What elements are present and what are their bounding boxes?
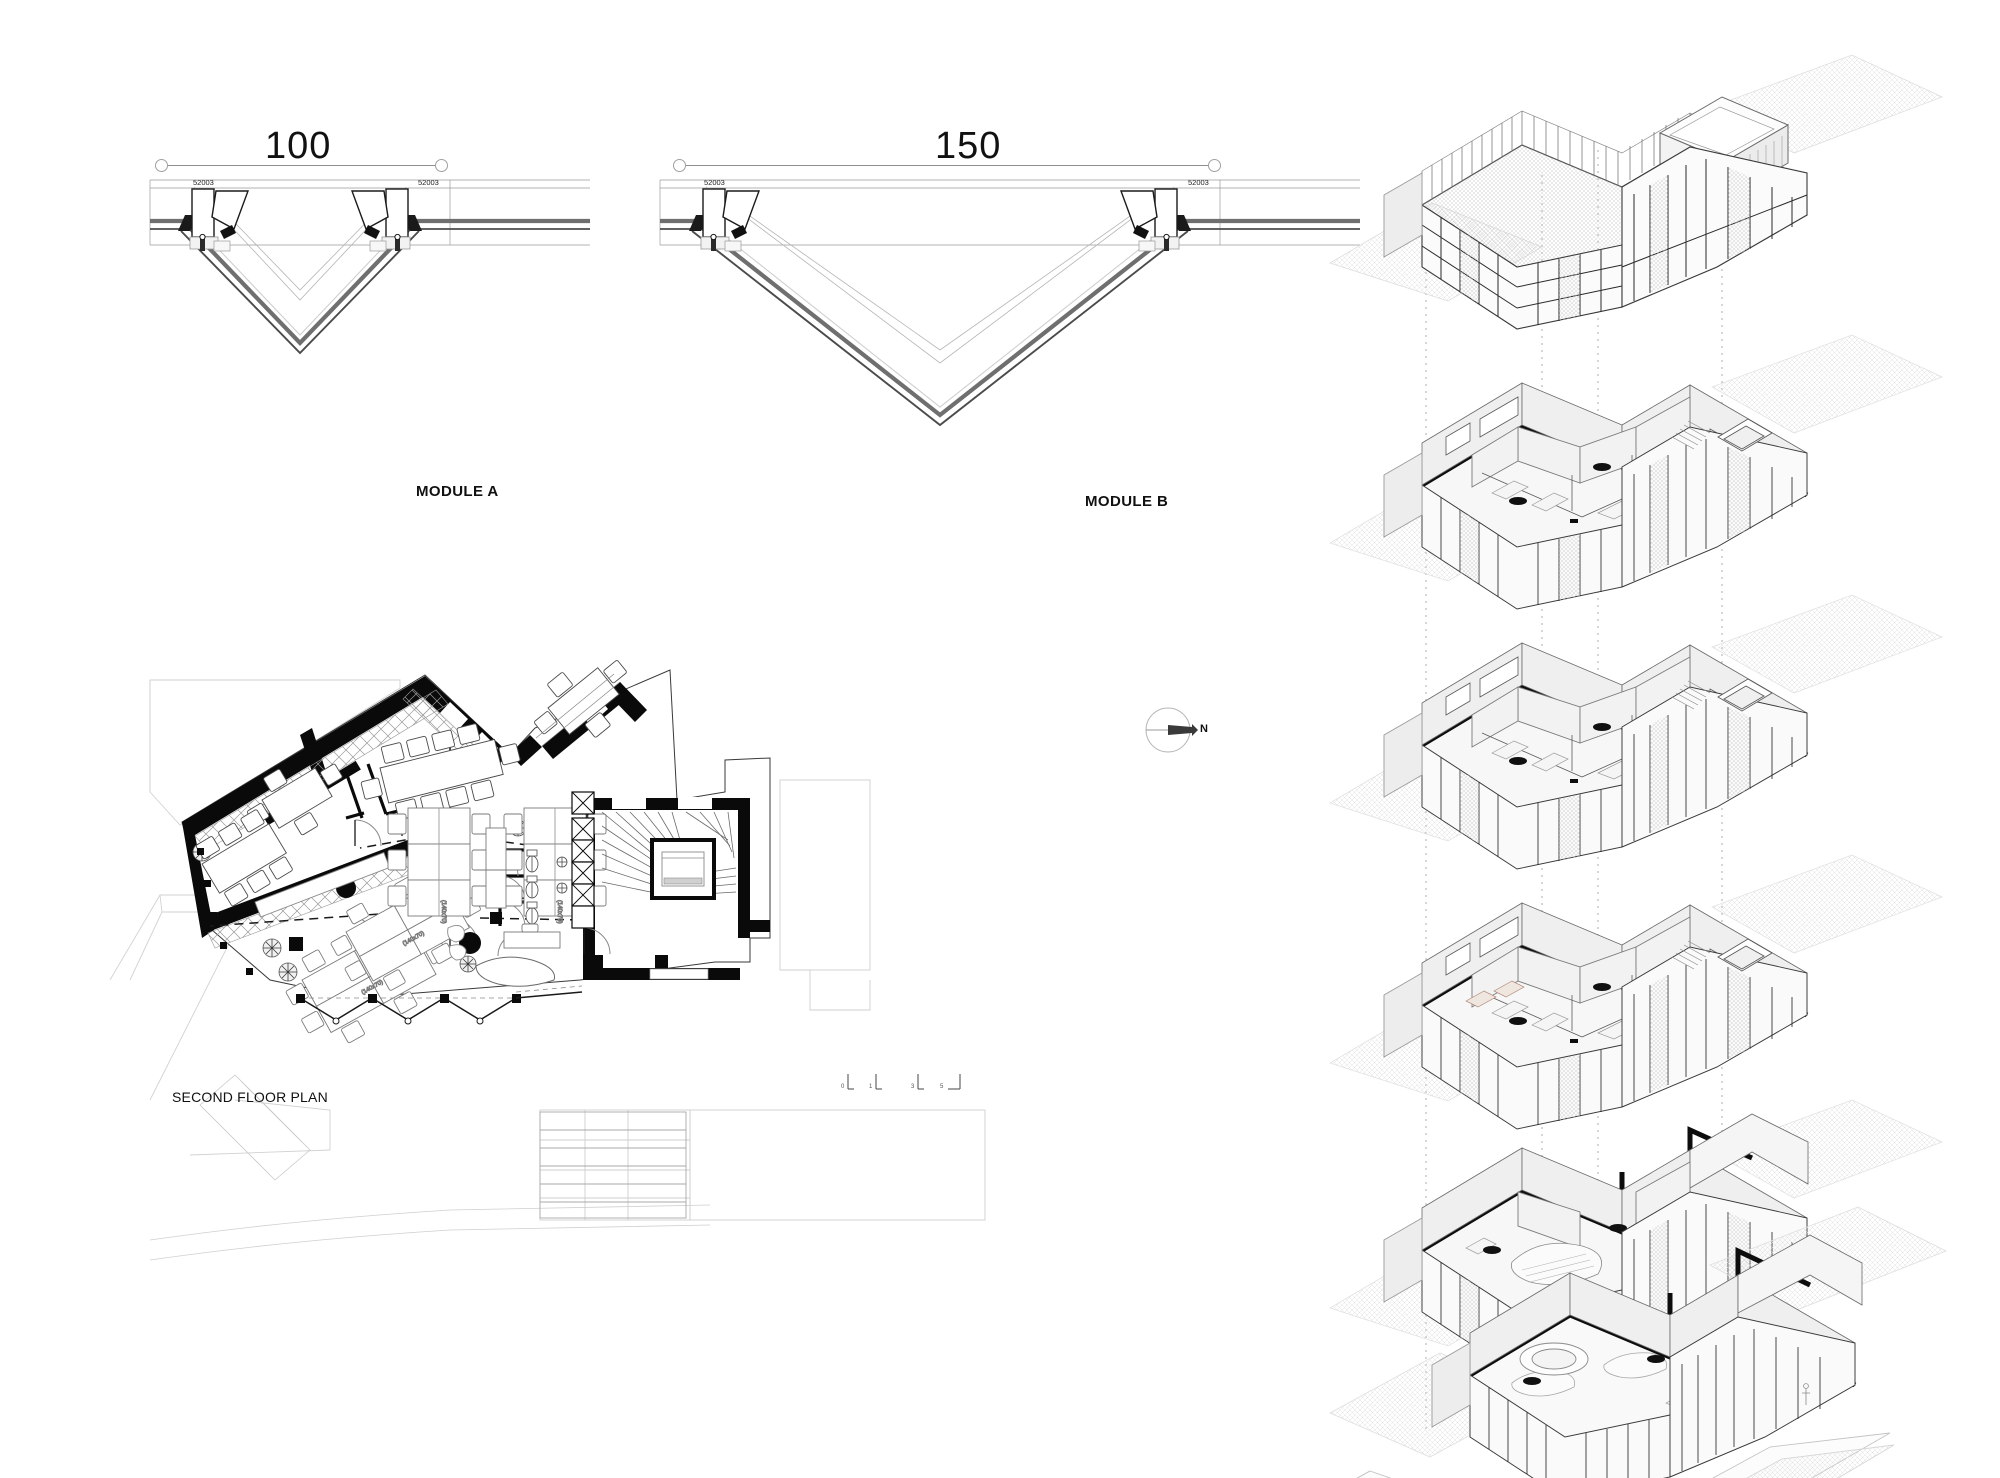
stair-flight (1671, 680, 1711, 710)
module-b-dimension-line (680, 165, 1220, 166)
axon-level-upper-b (1329, 594, 1944, 870)
module-a-dimension-label: 100 (265, 125, 332, 167)
core-box (1717, 938, 1773, 972)
detail-module-b: 150 (659, 125, 1360, 510)
table-group-conference (360, 723, 521, 820)
pendant-lights (1509, 463, 1611, 505)
module-b-section-drawing: 52003 52003 (659, 178, 1360, 427)
floor-plan-drawing: (140x70) (140x70) (109, 660, 986, 1261)
wc-fixtures (525, 849, 568, 925)
stair-flight (1671, 940, 1711, 970)
column-square (289, 937, 303, 951)
module-b-profile-tag-left: 52003 (704, 178, 725, 187)
stair-core (601, 797, 737, 980)
module-a-dim-marker-left (155, 159, 168, 172)
desk-size-tag: (140x70) (556, 900, 562, 924)
axon-level-upper-c (1329, 854, 1944, 1130)
scale-tick-1: 1 (869, 1084, 873, 1090)
south-facade-hinge-dots (332, 1017, 484, 1025)
module-b-profile-tag-right: 52003 (1188, 178, 1209, 187)
lounge-sofa-curved (475, 956, 556, 987)
credenza-central (254, 851, 391, 918)
shopfront-glazing (1469, 1316, 1856, 1478)
axon-level-roof-terrace (1329, 54, 1944, 330)
module-b-mullion-right (1119, 188, 1180, 252)
balustrade-glazing (1421, 426, 1808, 610)
desk-size-tag: (140x70) (440, 900, 446, 924)
reception-desk (503, 923, 561, 949)
pendant-lights (1509, 723, 1611, 765)
north-arrow: N (1138, 698, 1218, 768)
exploded-axonometric: STREET (1329, 54, 2000, 1478)
workstation-bank-c: (140x70) (387, 807, 491, 924)
module-a-label: MODULE A (416, 483, 499, 500)
stair-flight (1671, 420, 1711, 450)
column-square (655, 955, 668, 968)
balustrade-glazing (1421, 686, 1808, 870)
shaft-boxes (571, 791, 595, 929)
module-a-mullion-left: 52003 (189, 178, 250, 252)
site-steps-left (199, 1074, 311, 1181)
balustrade-glazing (1421, 946, 1808, 1130)
pendant-lights (1509, 983, 1611, 1025)
north-arrow-letter: N (1200, 723, 1208, 735)
west-facade-mullion-marks (197, 848, 253, 975)
column-square (590, 955, 603, 968)
module-b-dim-marker-right (1208, 159, 1221, 172)
lounge-pebble-tables (447, 925, 467, 961)
street-south (1356, 1470, 1392, 1478)
south-wall-glazing-east (515, 985, 583, 999)
street-east (1712, 1432, 1895, 1478)
core-box (1717, 418, 1773, 452)
end-wall-west (1383, 452, 1423, 538)
axonometric-drawing: STREET (1329, 54, 1947, 1478)
module-a-section-drawing: 52003 52003 (149, 178, 590, 355)
axon-level-ground: STREET STREET (1329, 1206, 1947, 1478)
facade-grid-east (1621, 146, 1808, 308)
module-b-mullion-left: 52003 (700, 178, 761, 252)
core-box (1717, 678, 1773, 712)
plan-title: SECOND FLOOR PLAN (172, 1089, 328, 1105)
module-a-dim-marker-right (435, 159, 448, 172)
pendant-lights (1483, 1224, 1627, 1254)
module-a-profile-tag-left: 52003 (193, 178, 214, 187)
scale-bar: 0 1 3 5 (840, 1070, 970, 1100)
module-b-dim-marker-left (673, 159, 686, 172)
scale-tick-5: 5 (940, 1084, 944, 1090)
site-path-bottom (149, 1204, 711, 1261)
module-b-label: MODULE B (1085, 493, 1169, 510)
end-wall-west (1383, 172, 1423, 258)
end-wall-west (1383, 1217, 1423, 1303)
module-a-mullion-right (350, 188, 411, 252)
terrace-strip-ne (535, 673, 621, 747)
module-a-dimension-line (162, 165, 447, 166)
storage-tower (485, 827, 507, 924)
axon-level-upper-a (1329, 334, 1944, 610)
scale-tick-0: 0 (841, 1084, 845, 1090)
module-b-dimension-label: 150 (935, 125, 1002, 167)
end-wall-west (1383, 972, 1423, 1058)
reception-ellipse (1519, 1342, 1589, 1376)
site-context-right (539, 779, 986, 1221)
module-a-profile-tag-right: 52003 (418, 178, 439, 187)
pendant-lights (1523, 1355, 1665, 1385)
end-wall-west (1383, 712, 1423, 798)
second-floor-plan: (140x70) (140x70) (109, 660, 1260, 1400)
scale-tick-3: 3 (911, 1084, 915, 1090)
end-wall-west (1431, 1342, 1471, 1428)
figure-people (1802, 1383, 1810, 1405)
exterior-stair-south (539, 1111, 687, 1219)
atrium-spiral-stair (1511, 1242, 1602, 1286)
detail-module-a: 100 (149, 125, 590, 500)
